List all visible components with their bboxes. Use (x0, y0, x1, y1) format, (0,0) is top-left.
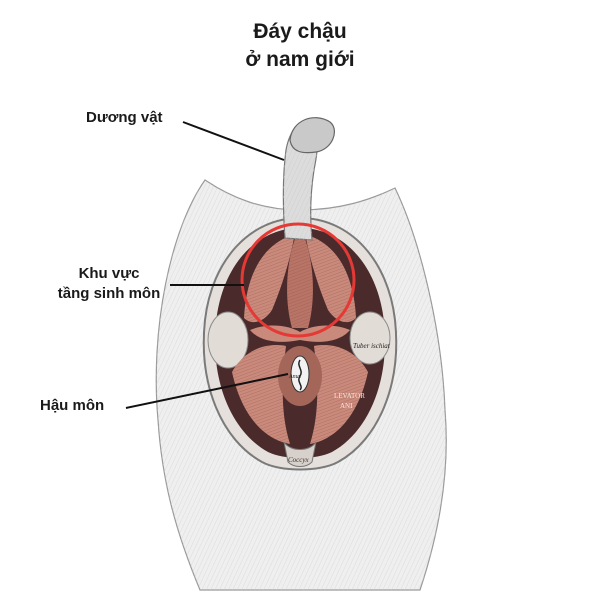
right-ischial-pad (349, 311, 391, 365)
anus-leader-line (125, 373, 289, 409)
penis-leader-line (182, 121, 285, 161)
perineum-highlight-circle (240, 222, 356, 338)
title-line-2: ở nam giới (245, 48, 355, 71)
levator-text: LEVATOR (334, 392, 365, 400)
perineum-label: Khu vực tầng sinh môn (34, 264, 184, 304)
anus-figure-text: Anus (288, 374, 302, 380)
anal-opening (290, 355, 310, 393)
ischial-tuber-text: Tuber ischiat (353, 342, 391, 350)
glans (289, 117, 335, 154)
title-line-1: Đáy chậu (253, 20, 347, 43)
anus-label: Hậu môn (40, 397, 105, 414)
perineum-label-line-1: Khu vực (78, 265, 140, 282)
figure-title: Đáy chậu ở nam giới (0, 18, 600, 74)
coccyx-text: Coccyx (288, 456, 309, 464)
left-ischial-pad (207, 311, 249, 369)
perineum-label-line-2: tầng sinh môn (57, 285, 161, 302)
coccyx (283, 441, 317, 467)
ani-text: ANI (340, 402, 353, 410)
penis-label: Dương vật (86, 109, 163, 126)
